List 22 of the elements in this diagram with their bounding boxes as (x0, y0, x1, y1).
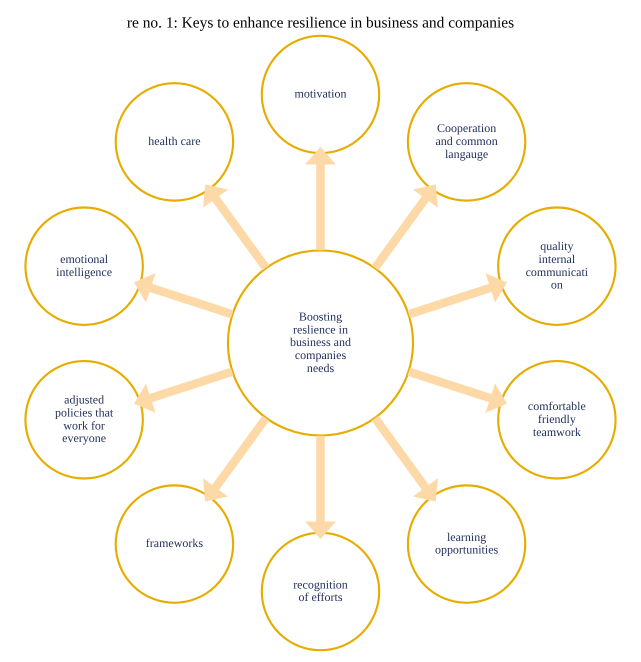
node-circle: motivation (260, 34, 380, 154)
node-circle: comfortable friendly teamwork (497, 360, 617, 480)
arrow (203, 416, 270, 502)
node-circle: recognition of efforts (260, 532, 380, 652)
node-circle: Boosting reslience in business and companies needs (226, 249, 414, 437)
arrow (372, 184, 438, 270)
arrow (372, 416, 438, 502)
diagram-title: re no. 1: Keys to enhance resilience in business and companies (126, 14, 514, 32)
arrow (134, 273, 234, 318)
node-circle: learning opportunities (406, 484, 526, 604)
arrow (408, 273, 508, 318)
arrow (408, 368, 508, 413)
arrow (134, 368, 234, 413)
node-circle: Cooperation and common langauge (406, 82, 526, 202)
node-circle: frameworks (114, 484, 234, 604)
arrow (203, 184, 270, 270)
node-circle: adjusted policies that work for everyone (24, 360, 144, 480)
node-circle: quality internal communicati on (497, 206, 617, 326)
node-circle: emotional intelligence (24, 206, 144, 326)
node-circle: health care (114, 82, 234, 202)
arrow (305, 146, 336, 250)
arrow (305, 436, 336, 540)
